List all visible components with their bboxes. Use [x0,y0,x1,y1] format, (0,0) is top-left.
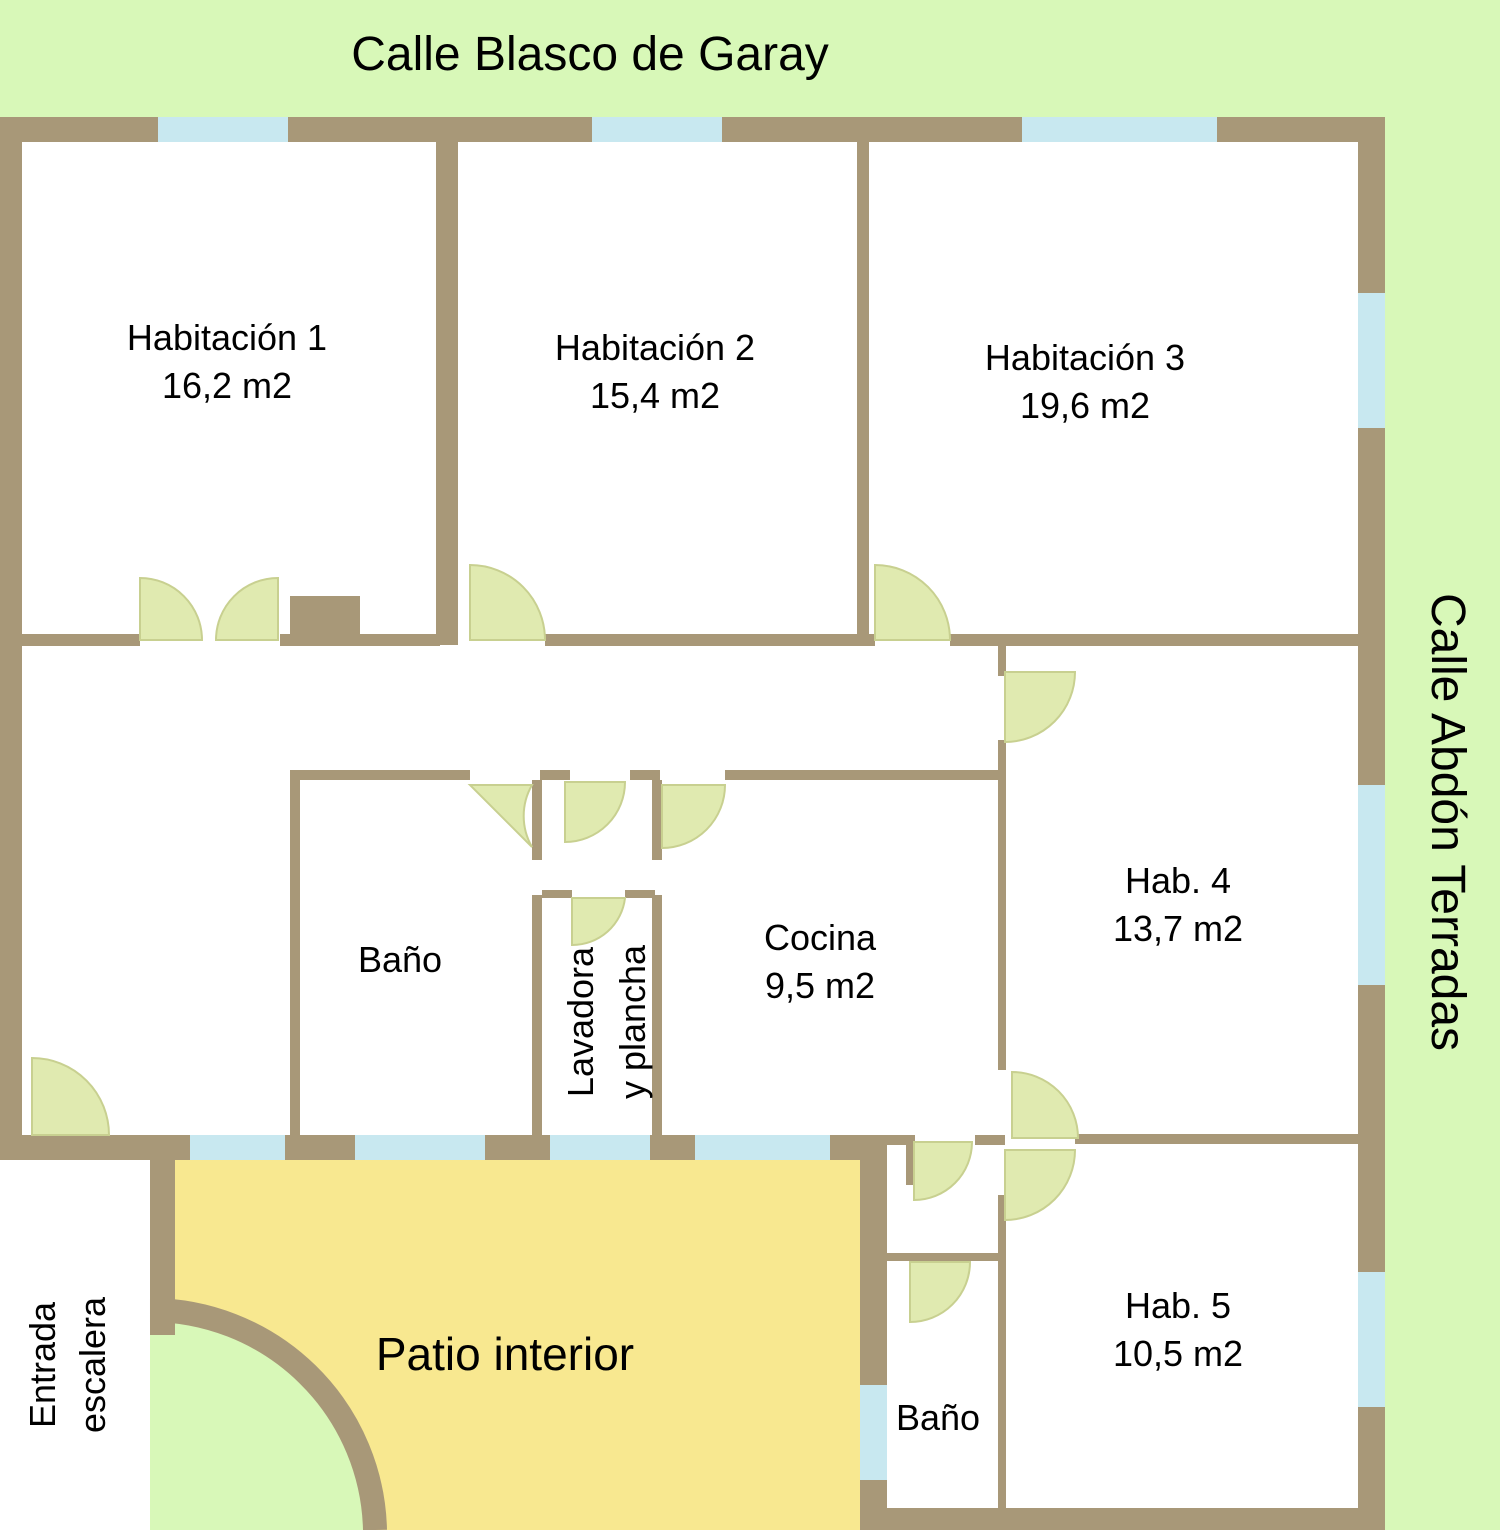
windows [158,117,1385,1480]
room-area-cocina: 9,5 m2 [765,965,875,1006]
patio-label: Patio interior [376,1328,634,1380]
room-name-habitacion-1: Habitación 1 [127,317,327,358]
room-name-hab-4: Hab. 4 [1125,860,1231,901]
room-name-bano-2: Baño [896,1397,980,1438]
room-name-habitacion-2: Habitación 2 [555,327,755,368]
room-area-habitacion-1: 16,2 m2 [162,365,292,406]
street-label-east: Calle Abdón Terradas [1421,593,1474,1051]
room-area-hab-5: 10,5 m2 [1113,1333,1243,1374]
room-area-hab-4: 13,7 m2 [1113,908,1243,949]
patio-curved-wall [149,1298,387,1530]
apartment-floor-south [885,1140,1360,1510]
patio-area [175,1160,860,1530]
room-name-hab-5: Hab. 5 [1125,1285,1231,1326]
room-name-lavadora-line1: Lavadora [560,946,601,1097]
entrada-label-line1: Entrada [22,1301,63,1428]
room-name-bano-1: Baño [358,939,442,980]
room-area-habitacion-2: 15,4 m2 [590,375,720,416]
room-name-cocina: Cocina [764,917,877,958]
room-name-lavadora-line2: y plancha [612,944,653,1099]
doors [31,563,1080,1324]
room-area-habitacion-3: 19,6 m2 [1020,385,1150,426]
stair-entrance-area [0,1160,150,1530]
interior-walls [20,140,1358,1510]
street-label-north: Calle Blasco de Garay [351,28,829,81]
patio-west-wall [150,1155,175,1335]
room-name-habitacion-3: Habitación 3 [985,337,1185,378]
entrada-label-line2: escalera [72,1296,113,1433]
